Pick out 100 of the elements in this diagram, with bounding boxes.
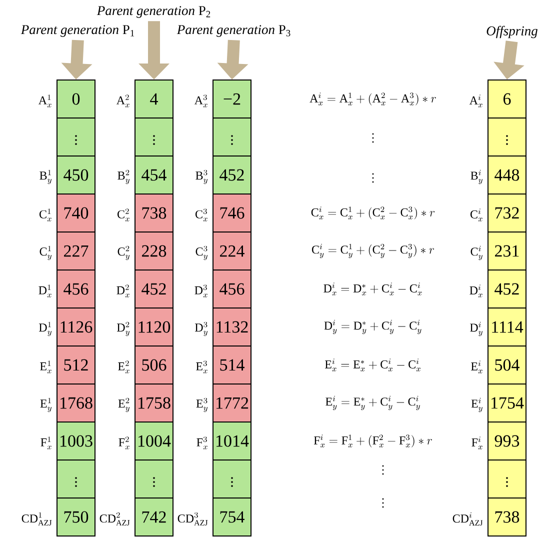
value-cell: 456 — [212, 270, 252, 308]
row-label: $\mathrm{E}_y^3$ — [196, 398, 208, 412]
row-label: $\mathrm{C}_y^i$ — [470, 246, 482, 260]
row-label: $\mathrm{CD}_{\mathrm{AZJ}}^3$ — [178, 512, 208, 526]
value-cell: $\vdots$ — [134, 460, 174, 498]
vertical-dots: $\vdots$ — [382, 498, 384, 508]
value-cell: 754 — [212, 498, 252, 536]
value-cell: 740 — [56, 194, 96, 232]
row-label: $\mathrm{D}_x^3$ — [194, 284, 208, 298]
value-cell: 742 — [134, 498, 174, 536]
row-label: $\mathrm{A}_x^2$ — [116, 94, 130, 108]
value-cell: 1768 — [56, 384, 96, 422]
value-cell: 231 — [488, 232, 526, 270]
value-cell: 454 — [134, 156, 174, 194]
value-cell: 1003 — [56, 422, 96, 460]
column-heading: Offspring — [486, 26, 538, 38]
value-cell: 456 — [56, 270, 96, 308]
value-cell: 993 — [488, 422, 526, 460]
row-label: $\mathrm{D}_y^i$ — [470, 322, 482, 336]
value-cell: 738 — [488, 498, 526, 536]
row-label: $\mathrm{C}_x^3$ — [196, 208, 208, 222]
row-label: $\mathrm{E}_x^3$ — [196, 360, 208, 374]
row-label: $\mathrm{A}_x^i$ — [469, 94, 482, 108]
value-cell: $\vdots$ — [212, 460, 252, 498]
value-cell: 732 — [488, 194, 526, 232]
row-label: $\mathrm{CD}_{\mathrm{AZJ}}^i$ — [452, 512, 483, 526]
row-label: $\mathrm{E}_y^2$ — [118, 398, 130, 412]
value-cell: 1772 — [212, 384, 252, 422]
value-cell: 1120 — [134, 308, 174, 346]
value-cell: 228 — [134, 232, 174, 270]
equation: $\mathrm{F}_x^i=\mathrm{F}_x^1+(\mathrm{F}_x^2-\mathrm{F}_x^3)*r$ — [314, 434, 432, 448]
row-label: $\mathrm{E}_y^i$ — [471, 398, 482, 412]
value-cell: 750 — [56, 498, 96, 536]
row-label: $\mathrm{F}_x^3$ — [196, 436, 208, 450]
row-label: $\mathrm{A}_x^1$ — [38, 94, 52, 108]
equation: $\mathrm{C}_y^i=\mathrm{C}_y^1+(\mathrm{C}_y^2-\mathrm{C}_y^3)*r$ — [312, 244, 434, 258]
value-cell: 504 — [488, 346, 526, 384]
value-cell: $\vdots$ — [56, 118, 96, 156]
row-label: $\mathrm{D}_x^i$ — [470, 284, 482, 298]
equation: $\mathrm{D}_y^i=\mathrm{D}_y^*+\mathrm{C}_y^i-\mathrm{C}_y^i$ — [324, 320, 422, 334]
value-cell: 4 — [134, 80, 174, 118]
vertical-dots: $\vdots$ — [372, 173, 374, 183]
value-cell: $\vdots$ — [134, 118, 174, 156]
value-cell: 1014 — [212, 422, 252, 460]
value-cell: 452 — [134, 270, 174, 308]
equation: $\mathrm{C}_x^i=\mathrm{C}_x^1+(\mathrm{C}_x^2-\mathrm{C}_x^3)*r$ — [311, 206, 435, 220]
row-label: $\mathrm{D}_y^3$ — [195, 322, 208, 336]
row-label: $\mathrm{CD}_{\mathrm{AZJ}}^1$ — [22, 512, 52, 526]
value-cell: 1114 — [488, 308, 526, 346]
row-label: $\mathrm{D}_x^1$ — [38, 284, 52, 298]
equation: $\mathrm{E}_y^i=\mathrm{E}_y^*+\mathrm{C}_y^i-\mathrm{C}_y^i$ — [326, 396, 420, 410]
value-cell: 512 — [56, 346, 96, 384]
row-label: $\mathrm{B}_y^i$ — [470, 170, 482, 184]
value-cell: 224 — [212, 232, 252, 270]
value-cell: 1126 — [56, 308, 96, 346]
value-cell: 452 — [488, 270, 526, 308]
row-label: $\mathrm{C}_x^2$ — [118, 208, 130, 222]
value-cell: 0 — [56, 80, 96, 118]
row-label: $\mathrm{E}_x^i$ — [471, 360, 482, 374]
column-heading: Parent generation P$_{3}$ — [176, 25, 290, 37]
value-cell: 6 — [488, 80, 526, 118]
row-label: $\mathrm{D}_y^1$ — [39, 322, 52, 336]
row-label: $\mathrm{F}_x^i$ — [472, 436, 482, 450]
value-cell: $\vdots$ — [488, 460, 526, 498]
value-cell: 1758 — [134, 384, 174, 422]
value-cell: 1754 — [488, 384, 526, 422]
equation: $\mathrm{E}_x^i=\mathrm{E}_x^*+\mathrm{C}_x^i-\mathrm{C}_x^i$ — [324, 358, 420, 372]
value-cell: −2 — [212, 80, 252, 118]
value-cell: 506 — [134, 346, 174, 384]
value-cell: 227 — [56, 232, 96, 270]
value-cell: 514 — [212, 346, 252, 384]
row-label: $\mathrm{B}_y^3$ — [196, 170, 208, 184]
column-heading: Parent generation P$_{1}$ — [20, 25, 134, 37]
value-cell: $\vdots$ — [56, 460, 96, 498]
row-label: $\mathrm{C}_y^1$ — [40, 246, 52, 260]
row-label: $\mathrm{E}_y^1$ — [40, 398, 52, 412]
row-label: $\mathrm{F}_x^2$ — [118, 436, 130, 450]
row-label: $\mathrm{D}_y^2$ — [117, 322, 130, 336]
row-label: $\mathrm{C}_x^1$ — [40, 208, 52, 222]
value-cell: 738 — [134, 194, 174, 232]
row-label: $\mathrm{C}_y^3$ — [196, 246, 208, 260]
row-label: $\mathrm{C}_x^i$ — [470, 208, 482, 222]
row-label: $\mathrm{F}_x^1$ — [40, 436, 52, 450]
row-label: $\mathrm{E}_x^1$ — [40, 360, 52, 374]
value-cell: 1004 — [134, 422, 174, 460]
vertical-dots: $\vdots$ — [382, 465, 384, 475]
equation: $\mathrm{A}_x^i=\mathrm{A}_x^1+(\mathrm{A}_x^2-\mathrm{A}_x^3)*r$ — [310, 92, 436, 106]
value-cell: 448 — [488, 156, 526, 194]
equation: $\mathrm{D}_x^i=\mathrm{D}_x^*+\mathrm{C}_x^i-\mathrm{C}_x^i$ — [324, 282, 422, 296]
row-label: $\mathrm{A}_x^3$ — [194, 94, 208, 108]
row-label: $\mathrm{D}_x^2$ — [116, 284, 130, 298]
value-cell: 746 — [212, 194, 252, 232]
value-cell: $\vdots$ — [488, 118, 526, 156]
row-label: $\mathrm{B}_y^2$ — [118, 170, 130, 184]
value-cell: 450 — [56, 156, 96, 194]
vertical-dots: $\vdots$ — [372, 133, 374, 143]
column-heading: Parent generation P$_{2}$ — [96, 6, 210, 18]
value-cell: $\vdots$ — [212, 118, 252, 156]
row-label: $\mathrm{B}_y^1$ — [40, 170, 52, 184]
value-cell: 452 — [212, 156, 252, 194]
